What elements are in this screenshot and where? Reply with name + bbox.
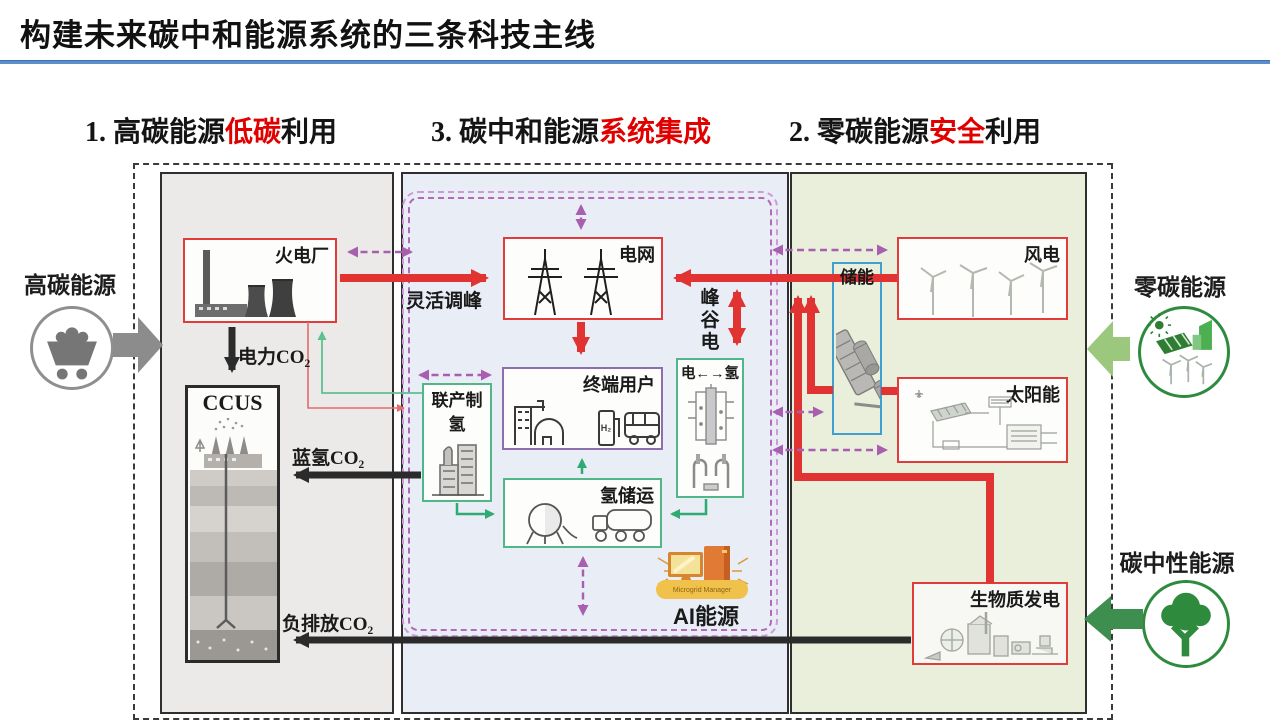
renewables-icon	[1147, 313, 1213, 385]
flexible-peaking-label: 灵活调峰	[406, 291, 483, 312]
negative-emission-co2-label: 负排放CO₂	[282, 614, 374, 635]
ccus-label: CCUS	[202, 390, 263, 415]
end-users-label: 终端用户	[583, 375, 655, 395]
electricity-hydrogen-label: 电←→氢	[681, 366, 739, 382]
header-high-carbon: 1. 高碳能源低碳利用	[85, 110, 337, 150]
coproduction-h2-box: 联产制氢	[422, 383, 492, 502]
electricity-hydrogen-box: 电←→氢	[676, 358, 744, 498]
header-text: 利用	[985, 117, 1042, 148]
page-title: 构建未来碳中和能源系统的三条科技主线	[20, 18, 596, 53]
thermal-plant-label: 火电厂	[275, 246, 329, 266]
blue-hydrogen-co2-label: 蓝氢CO₂	[292, 448, 365, 469]
hydrogen-tank-truck-icon	[526, 503, 652, 545]
header-highlight: 系统集成	[599, 117, 712, 148]
header-highlight: 低碳	[225, 117, 282, 148]
transmission-tower-icon	[528, 249, 618, 316]
thermal-plant-box: 火电厂	[183, 238, 337, 323]
carbon-neutral-energy-label: 碳中性能源	[1119, 550, 1235, 576]
header-highlight: 安全	[929, 117, 986, 148]
header-text: 3. 碳中和能源	[431, 117, 600, 148]
microgrid-manager-label: Microgrid Manager	[673, 587, 732, 594]
header-system-integration: 3. 碳中和能源系统集成	[431, 110, 711, 150]
biomass-power-label: 生物质发电	[970, 590, 1060, 610]
thermal-plant-icon	[195, 250, 296, 317]
electrolyzer-icon	[688, 384, 734, 491]
h2-pump-label: H₂	[601, 423, 612, 433]
wind-power-label: 风电	[1024, 245, 1060, 265]
header-zero-carbon: 2. 零碳能源安全利用	[789, 110, 1041, 150]
outer-dashed-frame	[133, 163, 1113, 720]
power-grid-box: 电网	[503, 237, 663, 320]
high-carbon-energy-label: 高碳能源	[24, 272, 116, 298]
h2-plant-icon	[432, 444, 484, 496]
microgrid-dashed-frame	[402, 191, 778, 637]
hydrogen-storage-box: 氢储运	[503, 478, 662, 548]
peak-valley-power-label: 峰谷电	[700, 288, 720, 353]
solar-system-diagram-icon	[915, 390, 1057, 450]
wind-power-box: 风电	[897, 237, 1068, 320]
power-grid-label: 电网	[619, 245, 655, 265]
energy-storage-label: 储能	[840, 268, 874, 287]
ccus-box: CCUS	[185, 385, 280, 663]
zero-carbon-energy-label: 零碳能源	[1134, 274, 1226, 300]
ai-microgrid-icon: Microgrid Manager	[656, 546, 749, 599]
wind-turbines-icon	[920, 262, 1058, 317]
title-divider	[0, 60, 1270, 64]
end-users-icon: H₂	[514, 400, 660, 446]
solar-power-box: 太阳能	[897, 377, 1068, 463]
renewables-badge	[1138, 306, 1230, 398]
coal-cart-icon	[47, 327, 97, 380]
coproduction-h2-label: 联产制氢	[431, 391, 483, 434]
solar-power-label: 太阳能	[1006, 385, 1060, 405]
battery-storage-icon	[836, 329, 880, 410]
header-text: 1. 高碳能源	[85, 117, 226, 148]
biomass-power-box: 生物质发电	[912, 582, 1068, 665]
power-co2-label: 电力CO₂	[238, 347, 311, 368]
header-text: 利用	[281, 117, 338, 148]
ai-energy-label: AI能源	[672, 604, 739, 629]
biomass-plant-icon	[923, 612, 1058, 661]
end-users-box: 终端用户 H₂	[502, 367, 663, 450]
hydrogen-storage-label: 氢储运	[600, 486, 654, 506]
ccus-storage-icon	[190, 417, 277, 660]
header-text: 2. 零碳能源	[789, 117, 930, 148]
tree-icon	[1161, 592, 1211, 657]
coal-cart-badge	[30, 306, 114, 390]
tree-badge	[1142, 580, 1230, 668]
